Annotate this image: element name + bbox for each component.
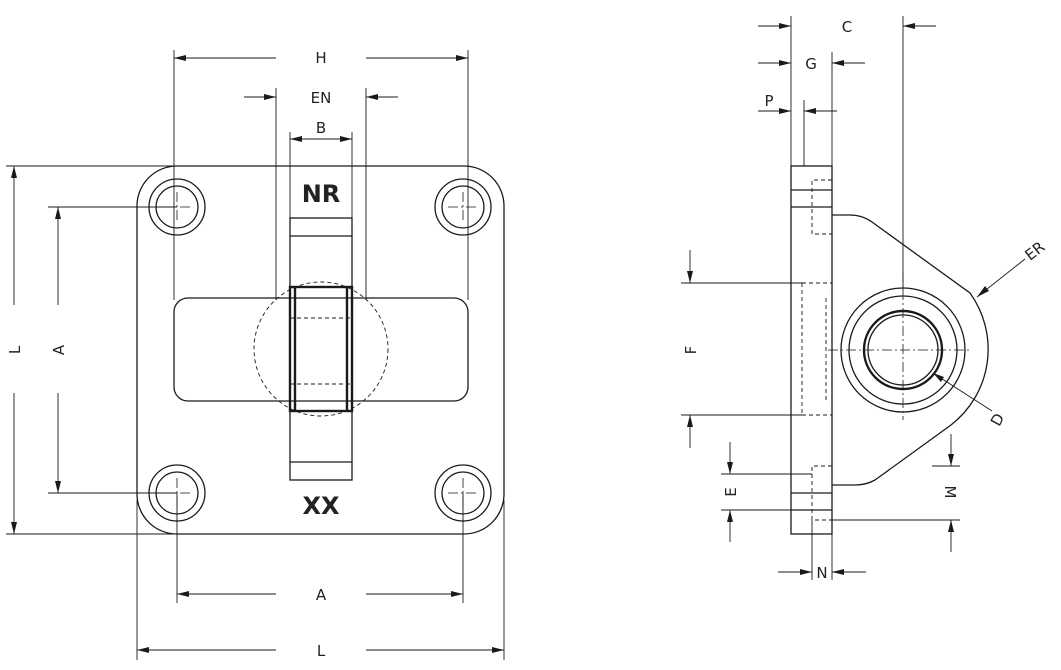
dimension-n-label: N [816,564,827,582]
dimension-l-horizontal: L [136,500,505,660]
dimension-h: H [173,49,469,300]
dimension-d: D [932,372,1008,429]
marking-top: NR [302,180,341,208]
dimension-n: N [778,520,866,582]
mounting-hole-top-right [434,178,492,236]
dimension-d-label: D [987,410,1008,429]
central-lug-bore [288,285,354,413]
side-bore [828,272,972,420]
dimension-e: E [721,442,812,542]
dimension-c-label: C [842,18,852,36]
pin-hidden-circle [253,281,389,417]
dimension-h-label: H [315,49,326,67]
dimension-p-label: P [764,92,773,110]
dimension-e-label: E [722,487,740,496]
dimension-c: C [758,16,936,290]
dimension-er: ER [976,238,1049,298]
dimension-p: P [758,92,837,166]
dimension-f-label: F [682,346,700,355]
dimension-l-vertical: L [6,165,176,535]
mounting-plate-outline [136,165,505,535]
dimension-m: M [832,434,960,552]
front-view: NR XX H EN B [6,49,505,660]
dimension-b: B [289,119,353,218]
marking-bottom: XX [302,492,340,520]
dimension-b-label: B [316,119,326,137]
dimension-a-vertical-label: A [50,344,68,355]
dimension-m-label: M [941,486,959,499]
dimension-a-vertical: A [48,206,177,494]
dimension-g: G [758,52,865,166]
central-lug-outline [289,217,353,481]
side-lug-outline [832,214,989,486]
dimension-er-label: ER [1022,238,1049,264]
dimension-f: F [681,250,802,448]
side-view: C G P ER [681,16,1048,582]
pivot-boss-outline [173,297,469,402]
dimension-l-horizontal-label: L [317,642,326,660]
dimension-g-label: G [805,55,817,73]
dimension-a-horizontal: A [176,493,464,604]
dimension-l-vertical-label: L [6,345,24,354]
dimension-en: EN [244,88,398,300]
dimension-en-label: EN [311,89,332,107]
dimension-a-horizontal-label: A [316,586,327,604]
